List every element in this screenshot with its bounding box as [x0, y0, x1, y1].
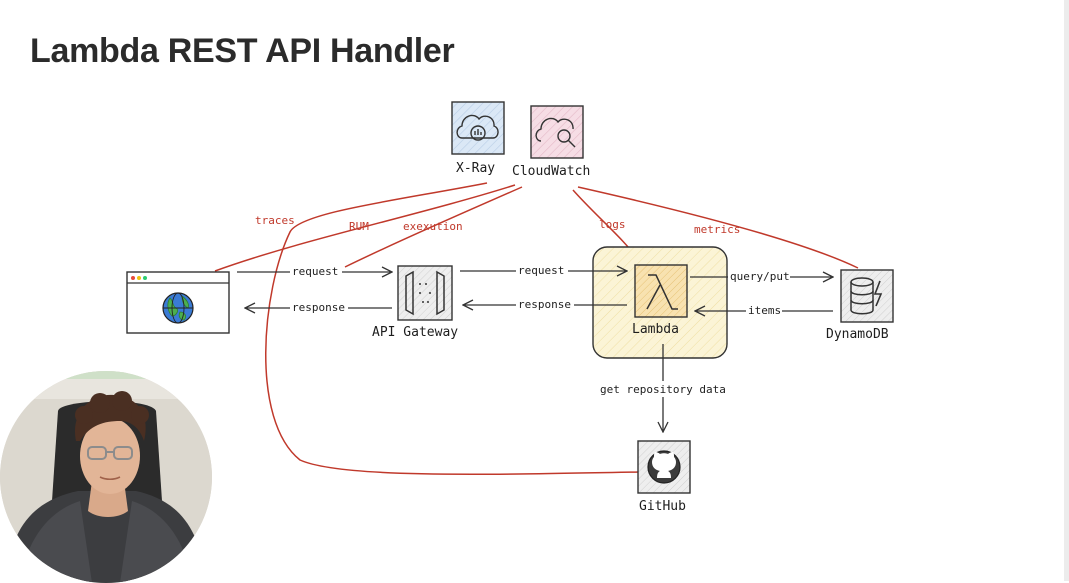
get-repo-label: get repository data [600, 383, 726, 396]
logs-label: logs [599, 218, 626, 231]
response-label-2: response [518, 298, 571, 311]
presenter-image [0, 371, 212, 583]
cloudwatch-icon [535, 117, 576, 148]
slide-title: Lambda REST API Handler [30, 32, 455, 70]
dynamodb-label: DynamoDB [826, 327, 889, 342]
metrics-line [577, 186, 859, 269]
request-label-1: request [292, 265, 338, 278]
cloudwatch-node: CloudWatch [512, 105, 590, 179]
xray-label: X-Ray [456, 161, 495, 176]
api-gateway-node: API Gateway [372, 265, 458, 340]
response-label-1: response [292, 301, 345, 314]
dynamodb-node: DynamoDB [826, 269, 894, 342]
slide-edge [1064, 0, 1069, 581]
metrics-label: metrics [694, 223, 740, 236]
github-node: GitHub [637, 440, 691, 514]
data-flow-arrows [237, 271, 833, 432]
github-icon [647, 450, 681, 484]
api-gateway-icon [405, 270, 445, 316]
execution-label: exexution [403, 220, 463, 233]
globe-icon [162, 292, 194, 324]
lambda-label: Lambda [632, 322, 679, 337]
execution-line [344, 186, 523, 268]
traces-label: traces [255, 214, 295, 227]
rum-line [214, 184, 516, 272]
xray-icon [456, 114, 499, 141]
request-label-2: request [518, 264, 564, 277]
items-label: items [748, 304, 781, 317]
lambda-icon [646, 274, 678, 310]
api-gateway-label: API Gateway [372, 325, 458, 340]
rum-label: RUM [349, 220, 369, 233]
traces-line [265, 182, 641, 476]
lambda-node: Lambda [632, 264, 688, 337]
dynamodb-icon [850, 277, 883, 315]
browser-node [126, 271, 230, 334]
query-put-label: query/put [730, 270, 790, 283]
observability-lines [214, 182, 859, 476]
presenter-webcam [0, 371, 212, 583]
github-label: GitHub [639, 499, 686, 514]
xray-node: X-Ray [451, 101, 505, 176]
cloudwatch-label: CloudWatch [512, 164, 590, 179]
